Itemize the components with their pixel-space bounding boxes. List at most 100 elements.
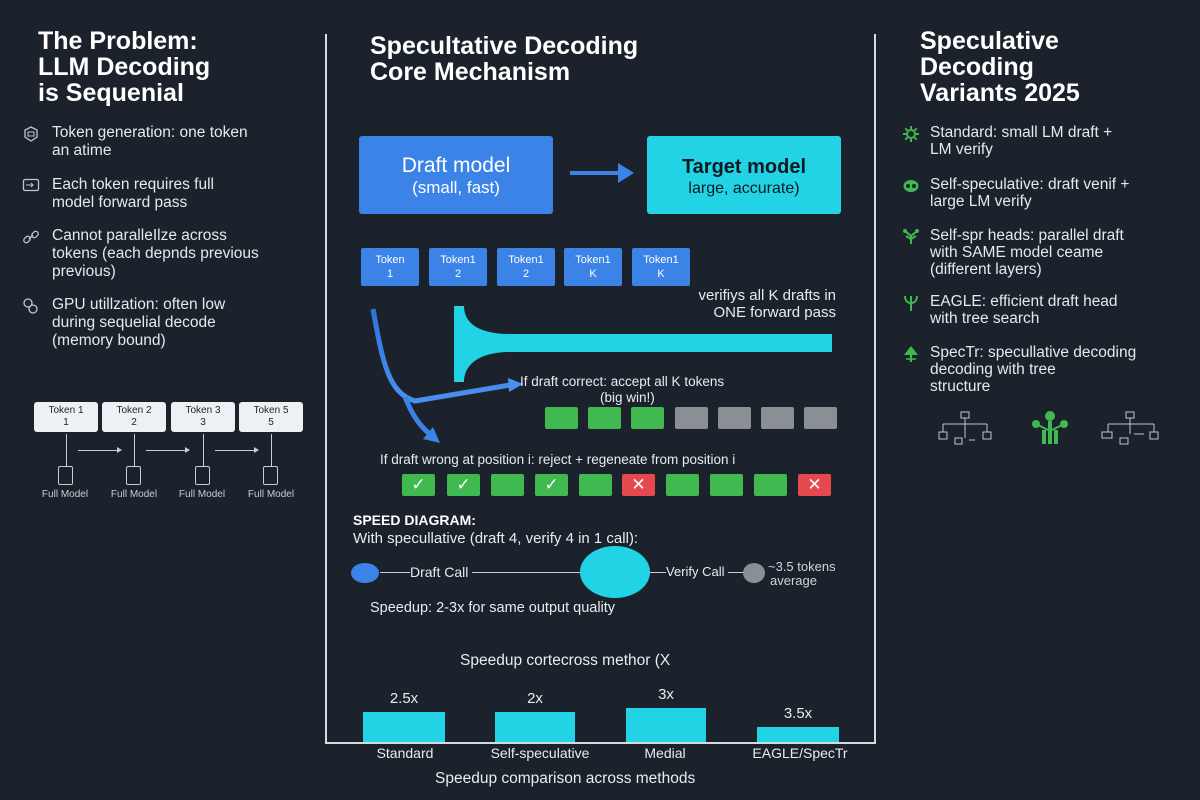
fork-icon <box>900 294 922 312</box>
right-title: Speculative Decoding Variants 2025 <box>920 27 1080 107</box>
left-title: The Problem: LLM Decoding is Sequenial <box>38 27 211 107</box>
draft-to-target-arrow <box>570 163 634 183</box>
accepted-token-square <box>588 407 621 429</box>
variant-item-standard: Standard: small LM draft +LM verify <box>900 124 1200 158</box>
full-model-label: Full Model <box>178 489 226 500</box>
gear-sprout-icon <box>900 125 922 143</box>
verified-token-square: ✓ <box>535 474 568 496</box>
speed-timeline <box>380 572 760 573</box>
speedup-value-label: 2x <box>527 690 543 707</box>
draft-call-label: Draft Call <box>410 564 473 580</box>
seq-connector <box>271 434 272 466</box>
pending-token-square <box>675 407 708 429</box>
speedup-bar-chart <box>326 675 874 742</box>
seq-arrow <box>146 447 190 453</box>
category-label: Self-speculative <box>490 745 590 761</box>
column-divider-left <box>325 34 327 743</box>
verified-token-square <box>666 474 699 496</box>
speedup-value-label: 3x <box>658 686 674 703</box>
verified-token-square <box>754 474 787 496</box>
draft-model-box: Draft model (small, fast) <box>359 136 553 214</box>
speedup-bar <box>363 712 445 742</box>
tree-icon <box>900 345 922 363</box>
green-tree-icon <box>1032 411 1068 444</box>
rejected-token-square: ✕ <box>622 474 655 496</box>
full-model-box <box>58 466 73 485</box>
verified-token-square <box>579 474 612 496</box>
accepted-token-square <box>545 407 578 429</box>
pending-token-square <box>761 407 794 429</box>
accepted-token-square <box>631 407 664 429</box>
loop-icon <box>900 177 922 195</box>
branch-icon <box>900 228 922 246</box>
tokens-average-label: ~3.5 tokens average <box>768 559 836 588</box>
category-label: Medial <box>644 745 686 761</box>
token-icon <box>20 125 42 143</box>
full-model-label: Full Model <box>247 489 295 500</box>
speedup-value-label: 3.5x <box>783 705 813 722</box>
full-model-box <box>263 466 278 485</box>
verify-call-circle <box>580 546 650 598</box>
correct-text: If draft correct: accept all K tokens (b… <box>520 374 725 405</box>
draft-call-dot <box>351 563 379 583</box>
rejected-token-square: ✕ <box>798 474 831 496</box>
full-model-box <box>126 466 141 485</box>
column-divider-right <box>874 34 876 743</box>
verified-token-square <box>710 474 743 496</box>
speedup-bar <box>495 712 575 742</box>
speedup-bar <box>757 727 839 742</box>
verified-token-square: ✓ <box>402 474 435 496</box>
full-model-box <box>195 466 210 485</box>
chart-title: Speedup cortecross methor (X <box>460 652 671 669</box>
tree-diagram-icon <box>938 411 992 445</box>
wrong-text: If draft wrong at position i: reject + r… <box>380 452 736 467</box>
forward-pass-icon <box>20 177 42 195</box>
pending-token-square <box>718 407 751 429</box>
verify-funnel <box>454 306 832 382</box>
target-model-box: Target model large, accurate) <box>647 136 841 214</box>
speedup-bar <box>626 708 706 742</box>
link-icon <box>20 228 42 246</box>
chart-caption: Speedup comparison across methods <box>435 770 696 787</box>
verified-token-square <box>491 474 524 496</box>
seq-connector <box>203 434 204 466</box>
speed-diagram-subtitle: With specullative (draft 4, verify 4 in … <box>353 530 639 547</box>
pending-token-square <box>804 407 837 429</box>
tree-diagram-icon <box>1101 411 1159 445</box>
full-model-label: Full Model <box>41 489 89 500</box>
speedup-value-label: 2.5x <box>389 690 419 707</box>
gpu-icon <box>20 297 42 315</box>
verified-token-square: ✓ <box>447 474 480 496</box>
speedup-text: Speedup: 2-3x for same output quality <box>370 600 616 616</box>
tokens-average-dot <box>743 563 765 583</box>
speed-diagram-title: SPEED DIAGRAM: <box>353 512 476 528</box>
seq-arrow <box>78 447 122 453</box>
seq-connector <box>66 434 67 466</box>
middle-panel-bottom-edge <box>325 742 876 744</box>
seq-connector <box>134 434 135 466</box>
flow-curve-arrow <box>370 308 523 443</box>
verify-text: verifiys all K drafts in ONE forward pas… <box>698 287 836 321</box>
seq-arrow <box>215 447 259 453</box>
verify-call-label: Verify Call <box>666 564 728 579</box>
full-model-label: Full Model <box>110 489 158 500</box>
category-label: Standard <box>376 745 434 761</box>
middle-title: Specultative Decoding Core Mechanism <box>370 32 639 86</box>
variant-item-self-speculative: Self-speculative: draft venif +large LM … <box>900 176 1200 210</box>
category-label: EAGLE/SpecTr <box>752 745 848 761</box>
